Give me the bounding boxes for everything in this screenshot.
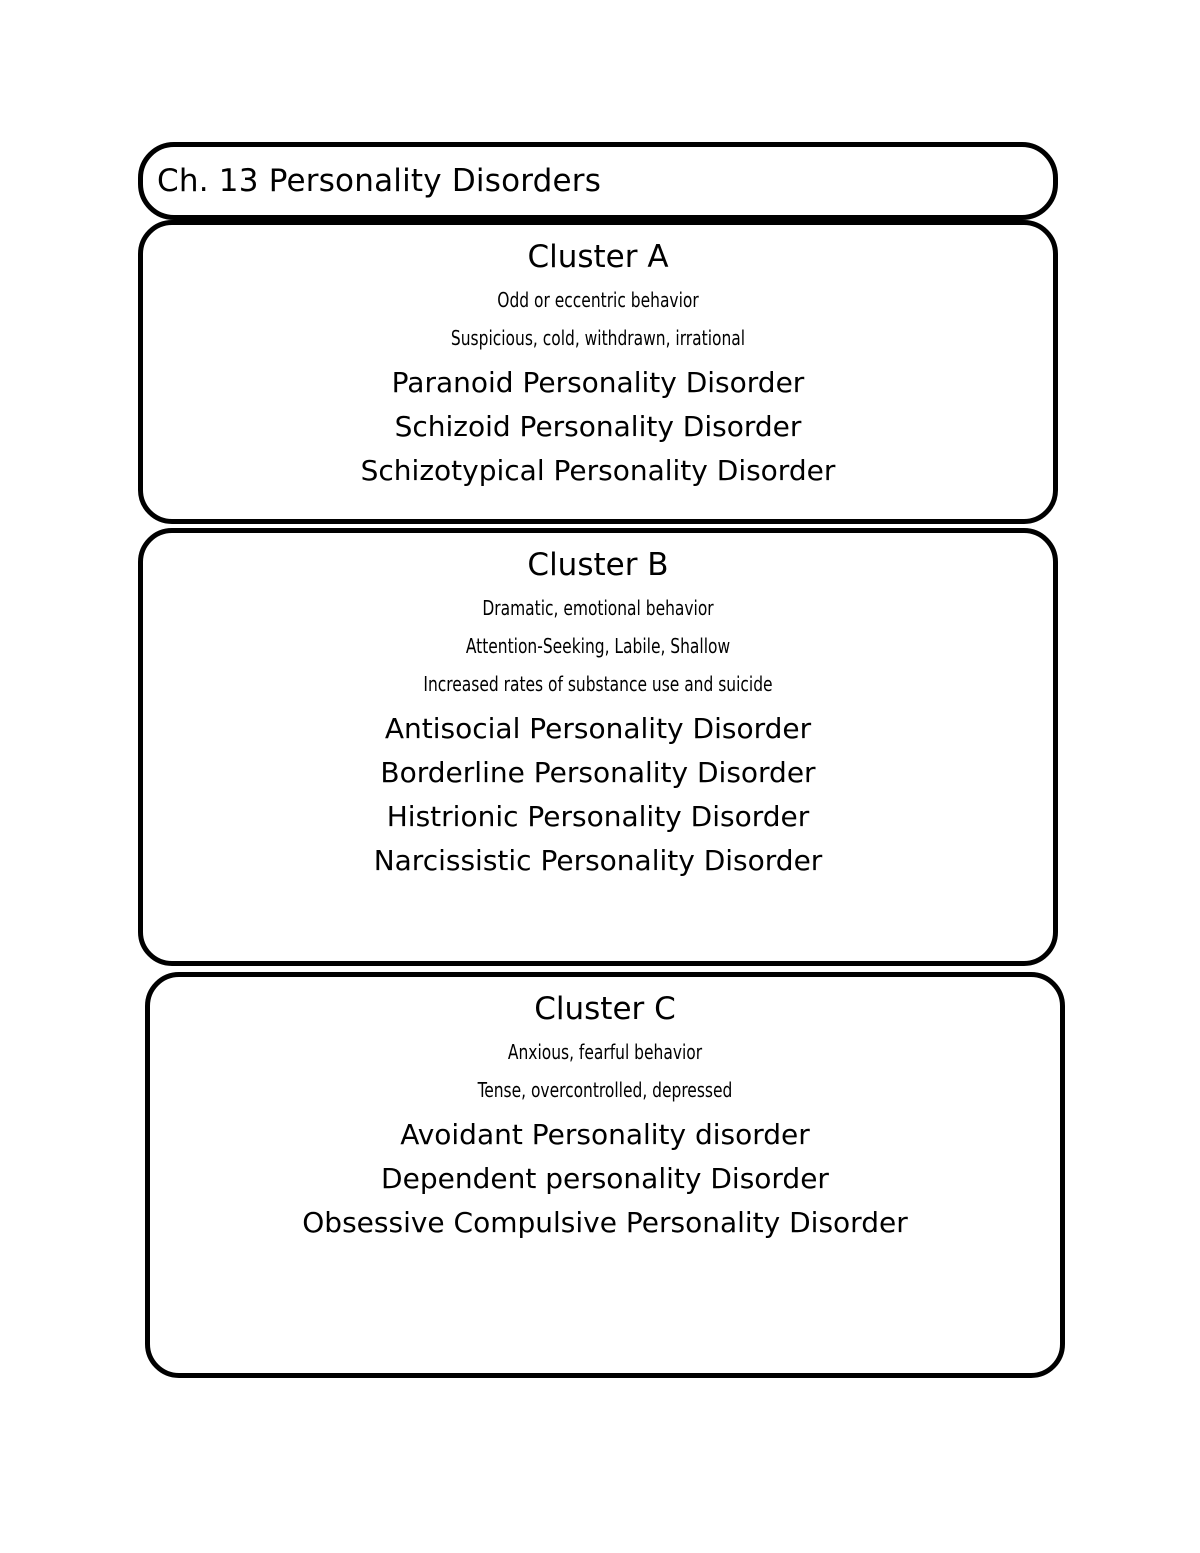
- cluster-a-heading: Cluster A: [527, 239, 669, 275]
- list-item: Borderline Personality Disorder: [380, 756, 816, 789]
- cluster-c-disorder-list: Avoidant Personality disorder Dependent …: [174, 1113, 1036, 1245]
- list-item: Narcissistic Personality Disorder: [373, 844, 823, 877]
- cluster-b-description-3: Increased rates of substance use and sui…: [423, 672, 773, 696]
- cluster-a-description-1: Odd or eccentric behavior: [497, 288, 699, 312]
- cluster-b-heading: Cluster B: [527, 547, 669, 583]
- cluster-b-description-1: Dramatic, emotional behavior: [482, 596, 714, 620]
- cluster-b-disorder-list: Antisocial Personality Disorder Borderli…: [167, 707, 1029, 883]
- list-item: Avoidant Personality disorder: [400, 1118, 810, 1151]
- cluster-a-description-2: Suspicious, cold, withdrawn, irrational: [450, 326, 746, 350]
- document-title-box: Ch. 13 Personality Disorders: [138, 142, 1058, 220]
- list-item: Paranoid Personality Disorder: [391, 366, 805, 399]
- cluster-c-descriptions: Anxious, fearful behavior Tense, overcon…: [174, 1033, 1036, 1109]
- list-item: Obsessive Compulsive Personality Disorde…: [302, 1206, 908, 1239]
- cluster-a-disorder-list: Paranoid Personality Disorder Schizoid P…: [167, 361, 1029, 493]
- cluster-c-heading: Cluster C: [534, 991, 676, 1027]
- cluster-c-description-1: Anxious, fearful behavior: [507, 1040, 703, 1064]
- cluster-a-box: Cluster A Odd or eccentric behavior Susp…: [138, 220, 1058, 524]
- cluster-b-box: Cluster B Dramatic, emotional behavior A…: [138, 528, 1058, 966]
- cluster-a-content: Cluster A Odd or eccentric behavior Susp…: [143, 235, 1053, 493]
- cluster-b-content: Cluster B Dramatic, emotional behavior A…: [143, 543, 1053, 883]
- cluster-b-descriptions: Dramatic, emotional behavior Attention-S…: [167, 589, 1029, 703]
- cluster-c-content: Cluster C Anxious, fearful behavior Tens…: [150, 987, 1060, 1245]
- list-item: Schizoid Personality Disorder: [394, 410, 802, 443]
- cluster-c-box: Cluster C Anxious, fearful behavior Tens…: [145, 972, 1065, 1378]
- cluster-a-descriptions: Odd or eccentric behavior Suspicious, co…: [167, 281, 1029, 357]
- page-title: Ch. 13 Personality Disorders: [157, 162, 602, 199]
- cluster-b-description-2: Attention-Seeking, Labile, Shallow: [465, 634, 731, 658]
- cluster-c-description-2: Tense, overcontrolled, depressed: [477, 1078, 733, 1102]
- list-item: Schizotypical Personality Disorder: [360, 454, 836, 487]
- list-item: Histrionic Personality Disorder: [386, 800, 810, 833]
- list-item: Dependent personality Disorder: [381, 1162, 829, 1195]
- list-item: Antisocial Personality Disorder: [384, 712, 812, 745]
